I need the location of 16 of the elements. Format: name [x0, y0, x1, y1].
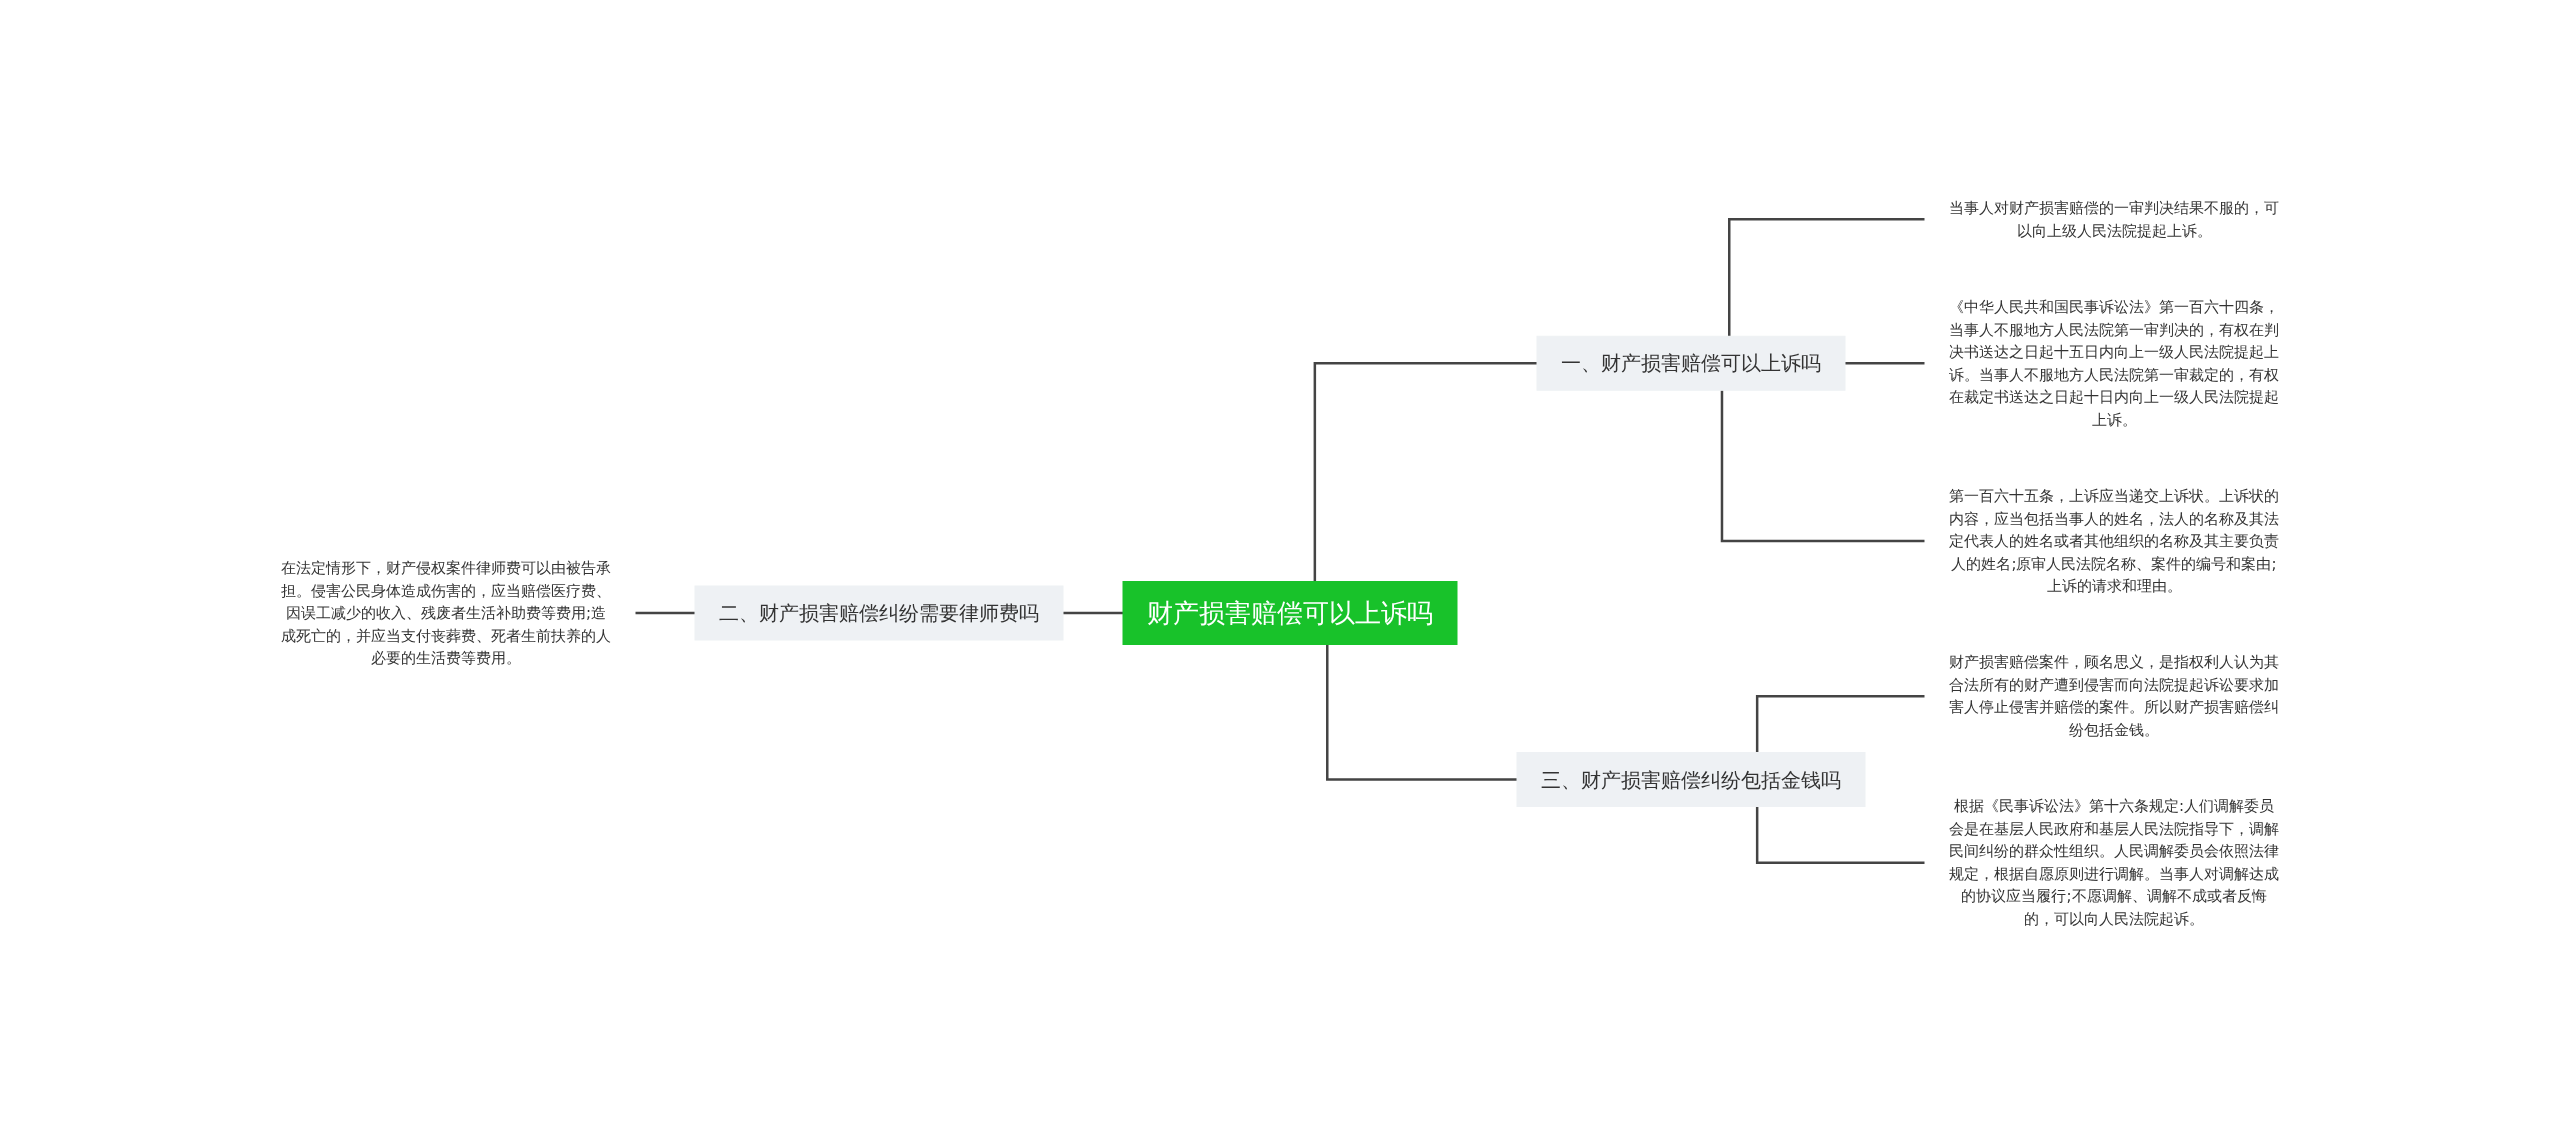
connector — [1755, 695, 1925, 753]
node-text: 财产损害赔偿案件，顾名思义，是指权利人认为其合法所有的财产遭到侵害而向法院提起诉讼要求加害人停止侵害并赔偿的案件。所以财产损害赔偿纠纷包括金钱。 — [1949, 653, 2279, 739]
node-box: 三、财产损害赔偿纠纷包括金钱吗 — [1516, 752, 1866, 807]
node-text: 在法定情形下，财产侵权案件律师费可以由被告承担。侵害公民身体造成伤害的，应当赔偿医疗费、因误工减少的收入、残废者生活补助费等费用;造成死亡的，并应当支付丧葬费、死者生前扶养的人必要的生活费等费用。 — [281, 558, 611, 667]
connector — [1313, 362, 1537, 582]
node-text: 根据《民事诉讼法》第十六条规定:人们调解委员会是在基层人民政府和基层人民法院指导下，调解民间纠纷的群众性组织。人民调解委员会依照法律规定，根据自愿原则进行调解。当事人对调解达成的协议应当履行;不愿调解、调解不成或者反悔的，可以向人民法院起诉。 — [1949, 797, 2279, 928]
node-text: 《中华人民共和国民事诉讼法》第一百六十四条，当事人不服地方人民法院第一审判决的，有权在判决书送达之日起十五日内向上一级人民法院提起上诉。当事人不服地方人民法院第一审裁定的，有权在裁定书送达之日起十日内向上一级人民法院提起上诉。 — [1949, 297, 2279, 429]
connector — [1326, 644, 1517, 781]
node-text: 第一百六十五条，上诉应当递交上诉状。上诉状的内容，应当包括当事人的姓名，法人的名称及其法定代表人的姓名或者其他组织的名称及其主要负责人的姓名;原审人民法院名称、案件的编号和案由;上诉的请求和理由。 — [1949, 486, 2279, 595]
connector — [1755, 806, 1925, 864]
connector — [1720, 390, 1925, 543]
node-text: 当事人对财产损害赔偿的一审判决结果不服的，可以向上级人民法院提起上诉。 — [1949, 198, 2279, 240]
connector — [1728, 218, 1925, 337]
node-box: 财产损害赔偿可以上诉吗 — [1122, 581, 1458, 645]
node-box: 二、财产损害赔偿纠纷需要律师费吗 — [694, 585, 1064, 641]
node-box: 一、财产损害赔偿可以上诉吗 — [1536, 335, 1846, 391]
